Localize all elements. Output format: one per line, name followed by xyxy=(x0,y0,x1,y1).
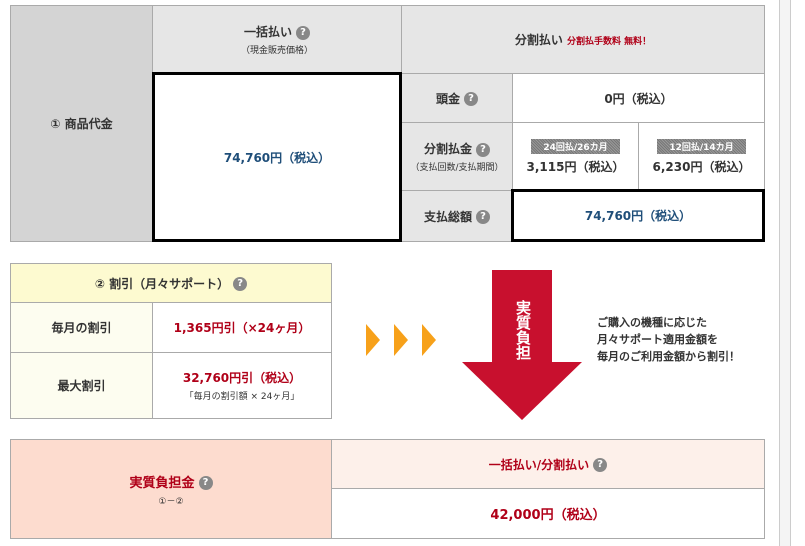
value: 0円（税込） xyxy=(604,91,673,106)
value: 1,365円引（×24ヶ月） xyxy=(173,321,311,335)
note-line: 月々サポート適用金額を xyxy=(597,333,718,346)
help-icon[interactable]: ? xyxy=(476,210,490,224)
max-discount-label: 最大割引 xyxy=(10,352,153,419)
value: 6,230円（税込） xyxy=(652,159,751,174)
help-icon[interactable]: ? xyxy=(296,25,310,40)
note-line: 毎月のご利用金額から割引！ xyxy=(597,350,740,363)
plan-tag: 12回払/14カ月 xyxy=(657,138,746,154)
sublabel: （現金販売価格） xyxy=(240,46,313,56)
arrow-down-icon xyxy=(462,270,582,420)
label: 分割払金 xyxy=(423,142,472,156)
label: 実質負担金 xyxy=(129,475,195,491)
discount-header: ② 割引（月々サポート）? xyxy=(10,263,332,303)
scrollbar[interactable] xyxy=(779,0,791,546)
label: 一括払い/分割払い xyxy=(488,457,590,472)
label: 毎月の割引 xyxy=(51,321,112,335)
fee-free-note: 分割払手数料 無料！ xyxy=(567,37,652,47)
max-discount-value: 32,760円引（税込） 「毎月の割引額 × 24ヶ月」 xyxy=(152,352,332,419)
lump-sum-header: 一括払い? （現金販売価格） xyxy=(152,5,402,74)
plan-12: 12回払/14カ月 6,230円（税込） xyxy=(638,122,765,191)
value: 32,760円引（税込） xyxy=(182,371,302,385)
total-label: 支払総額? xyxy=(401,190,513,242)
discount-note: ご購入の機種に応じた 月々サポート適用金額を 毎月のご利用金額から割引！ xyxy=(597,314,740,365)
arrow-right-icon xyxy=(422,324,436,356)
arrow-right-icon xyxy=(394,324,408,356)
effective-cost-label: 実質負担金? ①－② xyxy=(10,439,332,539)
arrow-right-icon xyxy=(366,324,380,356)
help-icon[interactable]: ? xyxy=(593,458,608,472)
arrow-label: 実質負担 xyxy=(514,300,532,360)
label: 一括払い xyxy=(243,25,292,39)
value: 74,760円（税込） xyxy=(223,150,331,165)
label: 分割払い xyxy=(514,33,563,47)
label: 支払総額 xyxy=(423,209,472,224)
installment-header: 分割払い 分割払手数料 無料！ xyxy=(401,5,765,74)
value: 74,760円（税込） xyxy=(584,209,692,223)
value: 3,115円（税込） xyxy=(526,159,625,174)
plan-tag: 24回払/26カ月 xyxy=(531,138,620,154)
total-value: 74,760円（税込） xyxy=(511,189,765,242)
help-icon[interactable]: ? xyxy=(476,142,490,157)
label: ② 割引（月々サポート） xyxy=(94,276,230,291)
help-icon[interactable]: ? xyxy=(198,476,213,490)
note-line: ご購入の機種に応じた xyxy=(597,316,707,329)
effective-cost-header: 一括払い/分割払い? xyxy=(331,439,765,489)
monthly-discount-label: 毎月の割引 xyxy=(10,302,153,353)
effective-cost-value: 42,000円（税込） xyxy=(331,488,765,539)
sublabel: 「毎月の割引額 × 24ヶ月」 xyxy=(184,392,300,402)
down-payment-value: 0円（税込） xyxy=(512,73,765,123)
label: 頭金 xyxy=(435,91,460,106)
help-icon[interactable]: ? xyxy=(233,277,248,291)
monthly-discount-value: 1,365円引（×24ヶ月） xyxy=(152,302,332,353)
label: ① 商品代金 xyxy=(50,117,113,131)
label: 最大割引 xyxy=(57,379,106,393)
sublabel: （支払回数/支払期間） xyxy=(410,163,504,173)
product-price-label: ① 商品代金 xyxy=(10,5,153,242)
plan-24: 24回払/26カ月 3,115円（税込） xyxy=(512,122,639,191)
down-payment-label: 頭金? xyxy=(401,73,513,123)
help-icon[interactable]: ? xyxy=(464,92,478,106)
value: 42,000円（税込） xyxy=(490,508,606,523)
formula: ①－② xyxy=(158,496,184,507)
installment-label: 分割払金? （支払回数/支払期間） xyxy=(401,122,513,191)
lump-sum-price: 74,760円（税込） xyxy=(152,72,402,242)
